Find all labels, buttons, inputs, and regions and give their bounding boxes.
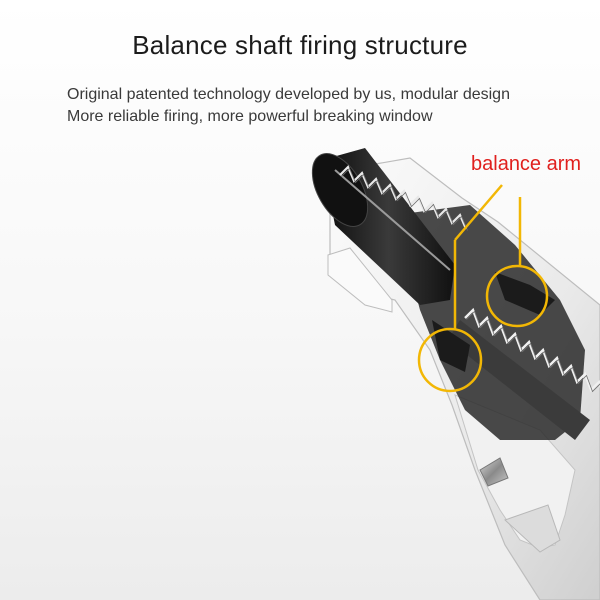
balance-arm-parts <box>432 272 555 487</box>
description-line: More reliable firing, more powerful brea… <box>67 108 433 125</box>
balance-arm-callout-label: balance arm <box>471 153 582 175</box>
description-line: Original patented technology developed b… <box>67 86 510 103</box>
lower-spring <box>448 307 600 440</box>
description: Original patented technology developed b… <box>67 84 510 128</box>
highlight-ring-icon <box>485 264 549 328</box>
page-title: Balance shaft firing structure <box>132 30 468 60</box>
highlight-ring-icon <box>417 327 483 393</box>
upper-spring <box>334 165 468 271</box>
callout-leader-line <box>454 184 503 241</box>
